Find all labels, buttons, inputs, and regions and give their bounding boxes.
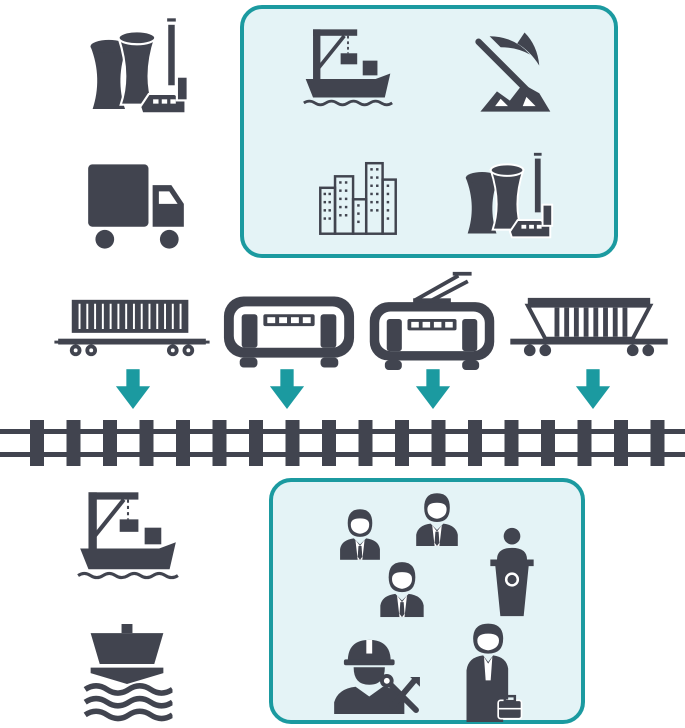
railway-tie — [212, 420, 227, 466]
rail-vehicles-row — [0, 268, 685, 360]
port-crane-ship-icon — [302, 19, 394, 117]
railway-tie — [650, 420, 665, 466]
worker-with-tools-icon — [329, 636, 429, 714]
down-arrow-icon — [574, 368, 612, 412]
down-arrow-icon — [414, 368, 452, 412]
railway-tie — [30, 420, 44, 466]
power-plant-icon — [84, 14, 192, 122]
power-plant-icon — [460, 147, 556, 247]
ship-bow-icon — [78, 624, 176, 724]
hopper-wagon-icon — [506, 294, 672, 362]
container-flatcar-icon — [54, 294, 210, 362]
railway-tie — [139, 420, 154, 466]
down-arrow-icon — [114, 368, 152, 412]
businessman-icon — [377, 556, 427, 620]
speaker-podium-icon — [487, 524, 537, 620]
railway-tie — [431, 420, 446, 466]
businessman-briefcase-icon — [459, 622, 529, 722]
railway-tie — [285, 420, 300, 466]
bottom-panel — [269, 478, 585, 724]
railway-tie — [103, 420, 117, 466]
railway-tie — [577, 420, 592, 466]
top-left-icons — [78, 14, 198, 254]
railway-tie — [468, 420, 482, 466]
electric-tram-icon — [366, 268, 498, 372]
passenger-coach-icon — [220, 292, 358, 372]
truck-icon — [84, 160, 188, 254]
railway-track — [0, 420, 685, 466]
railway-tie — [249, 420, 263, 466]
arrows-row — [0, 368, 685, 414]
businessman-icon — [337, 506, 383, 560]
railway-tie — [504, 420, 519, 466]
railway-tie — [358, 420, 373, 466]
railway-tie — [66, 420, 81, 466]
railway-tie — [395, 420, 409, 466]
down-arrow-icon — [268, 368, 306, 412]
railway-tie — [176, 420, 190, 466]
top-panel — [240, 5, 618, 258]
port-crane-ship-icon — [74, 484, 182, 588]
bottom-left-icons — [72, 484, 192, 724]
mining-pickaxe-icon — [458, 27, 558, 119]
railway-tie — [614, 420, 628, 466]
businessman-icon — [413, 488, 461, 548]
railway-tie — [541, 420, 555, 466]
railway-tie — [322, 420, 336, 466]
city-buildings-icon — [304, 155, 412, 237]
